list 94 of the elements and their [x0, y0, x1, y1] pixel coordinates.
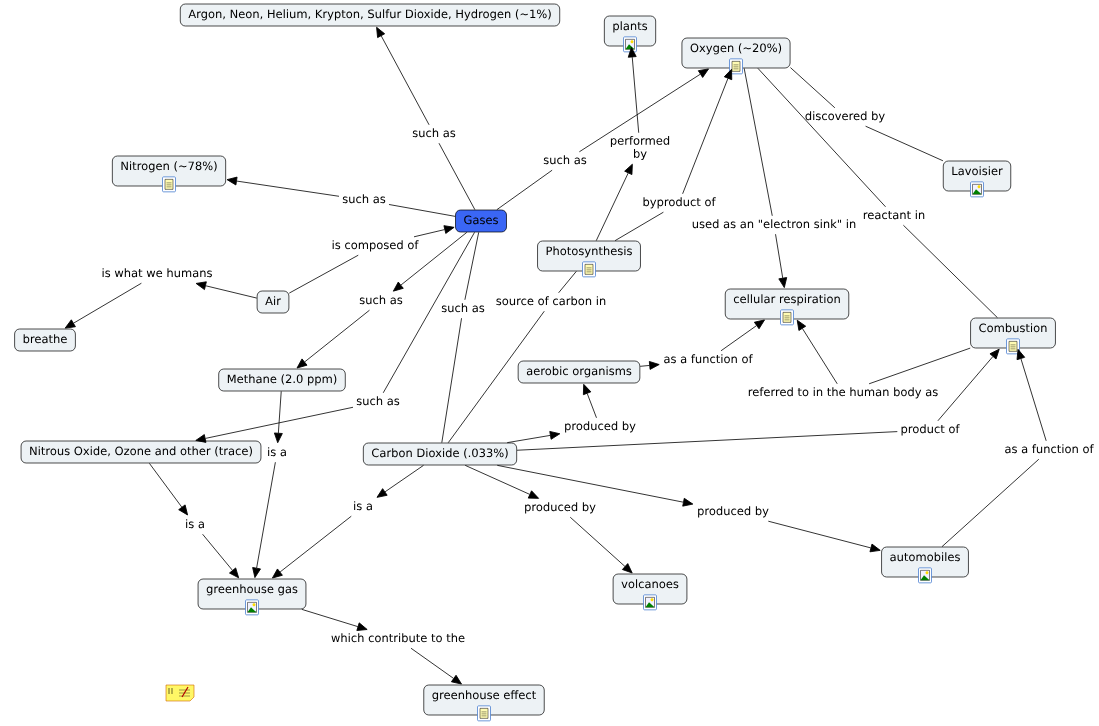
arrow: [682, 68, 733, 195]
arrow: [639, 361, 660, 370]
concept-box: Carbon Dioxide (.033%): [362, 442, 518, 466]
connector-line: [441, 317, 462, 444]
connector-line: [941, 458, 1040, 548]
arrow: [195, 406, 354, 443]
arrow: [413, 225, 455, 238]
linking-phrase: is a: [264, 444, 290, 462]
arrow: [149, 462, 188, 516]
concept-box: Nitrous Oxide, Ozone and other (trace): [20, 440, 262, 464]
concept-box: greenhouse effect: [423, 684, 545, 716]
concept-box: Lavoisier: [942, 160, 1012, 192]
linking-phrase: such as: [353, 393, 403, 411]
concept-box: aerobic organisms: [517, 360, 641, 384]
linking-phrase: performed by: [606, 132, 674, 164]
linking-phrase: source of carbon in: [492, 293, 610, 311]
connector-line: [868, 347, 971, 385]
linking-phrase: is composed of: [328, 237, 422, 255]
arrow: [627, 47, 640, 134]
arrow: [937, 348, 1000, 422]
arrow: [720, 319, 765, 352]
linking-phrase: such as: [409, 125, 459, 143]
arrow: [252, 461, 276, 578]
arrow: [496, 464, 694, 507]
arrow: [272, 515, 352, 579]
arrow: [392, 231, 468, 292]
linking-phrase: is what we humans: [98, 265, 216, 283]
linking-phrase: produced by: [521, 499, 599, 517]
linking-phrase: as a function of: [1001, 441, 1097, 459]
arrow: [569, 516, 633, 574]
arrow: [1016, 348, 1047, 442]
arrow: [410, 647, 462, 685]
arrow: [195, 281, 258, 299]
concept-box: Methane (2.0 ppm): [218, 368, 346, 392]
connector-line: [438, 142, 476, 211]
linking-phrase: used as an "electron sink" in: [688, 216, 860, 234]
linking-phrase: is a: [350, 498, 376, 516]
linking-phrase: reactant in: [859, 207, 929, 225]
concept-box: Nitrogen (~78%): [112, 155, 226, 187]
concept-box: breathe: [14, 328, 76, 352]
connector-line: [496, 169, 553, 211]
arrow: [376, 26, 430, 126]
connector-line: [614, 211, 664, 242]
concept-box: Argon, Neon, Helium, Krypton, Sulfur Dioxide, Hydrogen (~1%): [179, 3, 561, 27]
concept-box: Oxygen (~20%): [681, 37, 791, 69]
linking-phrase: is a: [182, 516, 208, 534]
concept-box: greenhouse gas: [197, 578, 307, 610]
connector-line: [790, 67, 836, 109]
connector-line: [288, 254, 359, 294]
arrow: [226, 176, 340, 197]
linking-phrase: produced by: [694, 503, 772, 521]
arrow: [202, 533, 240, 579]
linking-phrase: referred to in the human body as: [744, 384, 942, 402]
concept-box: Gases: [455, 209, 507, 233]
linking-phrase: such as: [438, 300, 488, 318]
arrow: [595, 163, 633, 242]
connector-line: [382, 231, 475, 394]
connector-line: [388, 204, 456, 217]
concept-box: automobiles: [881, 546, 969, 578]
linking-phrase: such as: [339, 191, 389, 209]
connector-line: [447, 310, 545, 444]
linking-phrase: product of: [897, 421, 963, 439]
connector-line: [558, 270, 577, 294]
arrow: [775, 233, 788, 288]
linking-phrase: such as: [540, 152, 590, 170]
linking-phrase: produced by: [561, 418, 639, 436]
linking-phrase: as a function of: [660, 351, 756, 369]
arrow: [583, 383, 597, 419]
arrow: [273, 390, 283, 444]
arrow: [767, 520, 881, 553]
concept-box: Combustion: [970, 317, 1056, 349]
connector-line: [516, 431, 898, 451]
concept-box: Air: [256, 290, 290, 314]
linking-phrase: such as: [356, 292, 406, 310]
connector-line: [865, 125, 944, 162]
concept-box: plants: [604, 15, 656, 47]
concept-box: Photosynthesis: [537, 240, 641, 272]
arrow: [376, 464, 424, 498]
concept-box: volcanoes: [612, 573, 688, 605]
linking-phrase: byproduct of: [639, 194, 719, 212]
arrow: [578, 68, 709, 153]
arrow: [796, 319, 838, 385]
arrow: [64, 282, 142, 329]
arrow: [506, 431, 561, 444]
connector-line: [464, 231, 480, 301]
arrow: [464, 464, 539, 499]
connector-line: [902, 224, 998, 319]
concept-box: cellular respiration: [724, 288, 850, 320]
arrow: [296, 309, 370, 369]
connector-line: [743, 67, 773, 217]
connector-line: [757, 67, 886, 208]
linking-phrase: discovered by: [801, 108, 889, 126]
linking-phrase: which contribute to the: [327, 630, 469, 648]
arrow: [301, 608, 368, 631]
